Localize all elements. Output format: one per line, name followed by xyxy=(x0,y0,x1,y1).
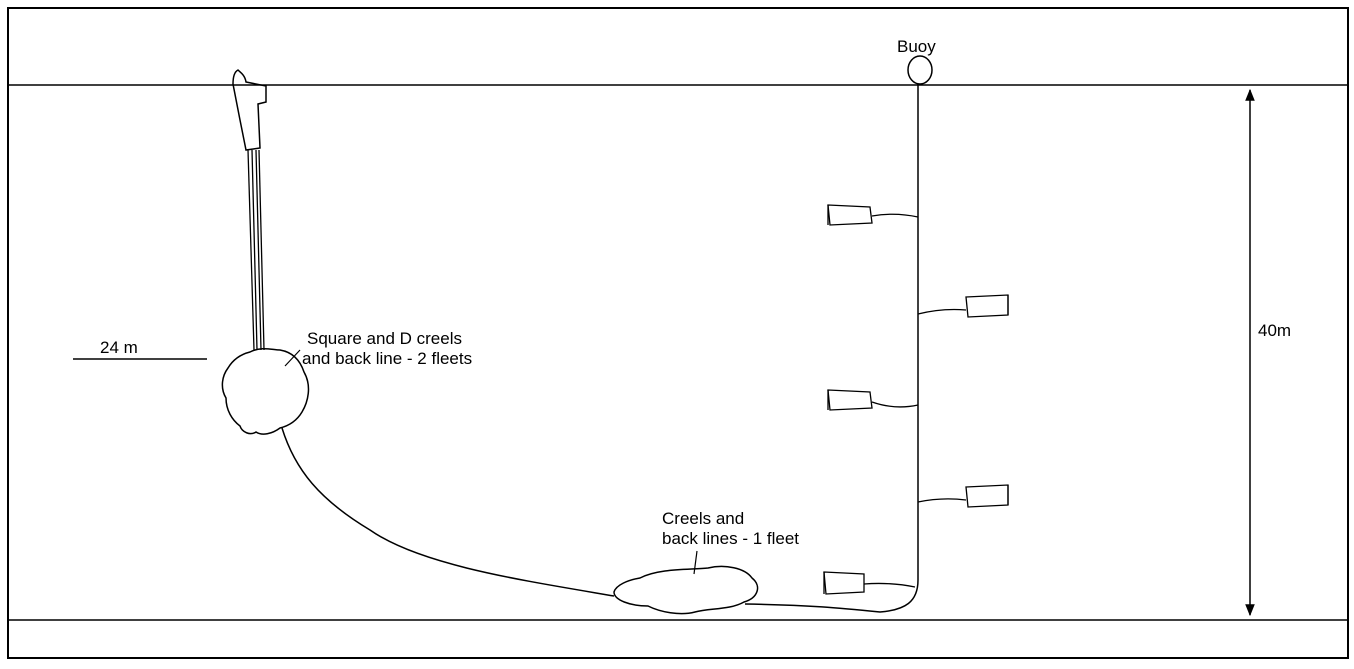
depth-label: 40m xyxy=(1258,321,1291,340)
creel-icon xyxy=(827,389,919,411)
creel-icon xyxy=(917,294,1009,318)
creel-icon xyxy=(917,484,1009,508)
buoy-label: Buoy xyxy=(897,37,936,56)
upper-tangle-label-line1: Square and D creels xyxy=(307,329,462,348)
vessel-ropes xyxy=(247,149,265,351)
lower-tangle-label-line1: Creels and xyxy=(662,509,744,528)
lower-tangle-mass xyxy=(613,565,759,615)
back-line xyxy=(281,427,615,597)
scale-label: 24 m xyxy=(100,338,138,357)
upper-tangle-pointer xyxy=(284,349,301,367)
creel-icon xyxy=(827,204,919,226)
upper-tangle-mass xyxy=(221,347,310,435)
creel-icon xyxy=(823,571,916,595)
lower-tangle-label-line2: back lines - 1 fleet xyxy=(662,529,799,548)
lower-tangle-pointer xyxy=(693,550,698,575)
upper-tangle-label-line2: and back line - 2 fleets xyxy=(302,349,472,368)
frame-border xyxy=(7,7,1349,659)
buoy-rope xyxy=(744,84,919,613)
vessel-icon xyxy=(232,69,267,151)
buoy-icon xyxy=(907,55,933,85)
